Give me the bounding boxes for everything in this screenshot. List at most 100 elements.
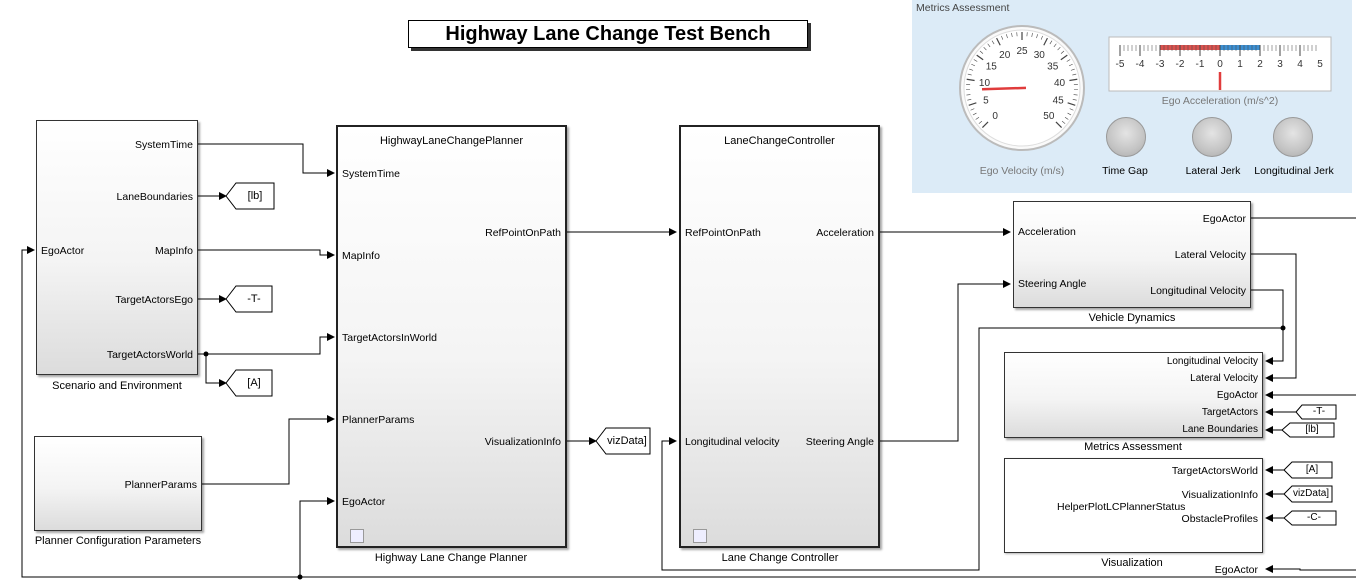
gauge-tick <box>1068 63 1073 67</box>
goto-viz-label: vizData] <box>607 435 647 447</box>
lamp-label-time-gap: Time Gap <box>1102 165 1148 177</box>
port-planner-systemtime: SystemTime <box>342 168 400 180</box>
from-t-shape <box>1295 404 1337 420</box>
gauge-tick <box>1069 78 1078 82</box>
port-vehicle-longvel: Longitudinal Velocity <box>1150 285 1246 297</box>
lamp-label-longitudinal-jerk: Longitudinal Jerk <box>1254 165 1334 177</box>
lane-change-controller-block[interactable]: LaneChangeController RefPointOnPath Long… <box>679 125 880 548</box>
goto-t-label: -T- <box>247 293 261 305</box>
metrics-assessment-block[interactable]: Longitudinal Velocity Lateral Velocity E… <box>1004 352 1263 438</box>
from-a-shape <box>1283 461 1333 479</box>
gauge-tick <box>1060 54 1068 61</box>
gauge-tick <box>1006 34 1008 39</box>
gauge-tick <box>979 50 984 54</box>
linear-tick-label: -3 <box>1156 59 1165 70</box>
gauge-label: Ego Velocity (m/s) <box>979 165 1065 177</box>
subsystem-icon <box>693 529 707 543</box>
dashboard-title: Metrics Assessment <box>916 2 1010 14</box>
wire-targetactorsworld-branch <box>205 354 227 387</box>
gauge-tick-label: 45 <box>1053 96 1065 107</box>
wire-lateral-velocity <box>1250 253 1297 382</box>
wire-systemtime <box>196 143 335 177</box>
junction-dot <box>203 351 209 357</box>
goto-a-label: [A] <box>247 377 261 389</box>
port-laneboundaries: LaneBoundaries <box>116 191 193 203</box>
port-vehicle-acceleration: Acceleration <box>1018 226 1076 238</box>
port-planner-refpoint: RefPointOnPath <box>485 227 561 239</box>
scenario-environment-block[interactable]: EgoActor SystemTime LaneBoundaries MapIn… <box>36 120 198 375</box>
linear-tick-label: -5 <box>1116 59 1125 70</box>
planner-block-title: HighwayLaneChangePlanner <box>379 135 524 147</box>
wire-mapinfo <box>196 249 335 259</box>
wire-egoactor-planner <box>299 497 335 577</box>
port-planner-egoactor: EgoActor <box>342 496 386 508</box>
wire-ego-loop <box>21 246 1356 578</box>
gauge-tick-label: 35 <box>1047 62 1059 73</box>
planner-config-block[interactable]: PlannerParams <box>34 436 202 531</box>
gauge-tick <box>1049 40 1053 45</box>
gauge-tick <box>1067 112 1072 116</box>
wire-viz-egoactor <box>1265 565 1356 573</box>
from-viz-label: vizData] <box>1292 488 1330 499</box>
from-viz-shape <box>1283 485 1333 503</box>
from-c-shape <box>1283 510 1337 526</box>
gauge-tick <box>1073 94 1078 96</box>
gauge-tick <box>1067 102 1076 106</box>
gauge-tick <box>975 116 980 120</box>
gauge-tick <box>966 78 975 82</box>
linear-tick-label: 0 <box>1217 59 1223 70</box>
goto-t-shape <box>225 285 273 313</box>
port-viz-targetactorsworld: TargetActorsWorld <box>1171 465 1258 477</box>
wire-targetactorsworld <box>196 333 335 355</box>
planner-config-label: Planner Configuration Parameters <box>34 535 202 547</box>
gauge-tick <box>1001 35 1004 40</box>
gauge-tick <box>976 54 984 61</box>
linear-tick-label: 5 <box>1317 59 1323 70</box>
gauge-tick <box>1066 59 1071 62</box>
port-egoactor-in: EgoActor <box>41 245 85 257</box>
port-planner-plannerparams: PlannerParams <box>342 414 415 426</box>
lamp-time-gap[interactable] <box>1106 117 1146 157</box>
port-metrics-egoactor: EgoActor <box>1216 390 1258 401</box>
linear-tick-label: 4 <box>1297 59 1303 70</box>
visualization-label: Visualization <box>1101 557 1163 569</box>
port-viz-vizinfo: VisualizationInfo <box>1181 489 1258 501</box>
linear-gauge-label: Ego Acceleration (m/s^2) <box>1161 95 1279 107</box>
highway-lane-change-planner-block[interactable]: HighwayLaneChangePlanner SystemTime MapI… <box>336 125 567 548</box>
gauge-needle <box>981 86 1027 91</box>
gauge-tick <box>983 46 987 51</box>
goto-viz-shape <box>595 427 651 455</box>
gauge-tick <box>1055 121 1063 129</box>
gauge-tick <box>967 73 972 76</box>
gauge-tick <box>1031 32 1033 37</box>
vehicle-dynamics-block[interactable]: Acceleration Steering Angle EgoActor Lat… <box>1013 201 1251 308</box>
gauge-tick <box>1064 116 1069 120</box>
gauge-tick-label: 5 <box>983 96 989 107</box>
from-t-label: -T- <box>1312 406 1326 417</box>
port-metrics-latvel: Lateral Velocity <box>1190 373 1258 384</box>
linear-tick-label: 3 <box>1277 59 1283 70</box>
linear-tick-label: -1 <box>1196 59 1205 70</box>
model-title: Highway Lane Change Test Bench <box>408 20 808 48</box>
visualization-block[interactable]: TargetActorsWorld VisualizationInfo Help… <box>1004 458 1263 576</box>
lamp-lateral-jerk[interactable] <box>1192 117 1232 157</box>
scenario-environment-label: Scenario and Environment <box>52 380 182 392</box>
port-plannerparams-out: PlannerParams <box>124 479 197 491</box>
wire-longitudinal-velocity <box>1250 289 1284 365</box>
gauge-tick <box>1053 43 1057 48</box>
port-planner-mapinfo: MapInfo <box>342 250 380 262</box>
goto-lb-label: [lb] <box>247 190 263 202</box>
gauge-tick <box>1072 99 1077 101</box>
gauge-tick-label: 0 <box>992 111 998 122</box>
gauge-tick <box>1072 73 1077 76</box>
linear-tick-label: 2 <box>1257 59 1263 70</box>
gauge-tick <box>1061 120 1066 124</box>
from-a-label: [A] <box>1305 464 1319 475</box>
port-viz-obstacleprofiles: ObstacleProfiles <box>1181 513 1258 525</box>
gauge-tick <box>1011 32 1013 37</box>
lamp-longitudinal-jerk[interactable] <box>1273 117 1313 157</box>
port-controller-steering: Steering Angle <box>805 436 874 448</box>
